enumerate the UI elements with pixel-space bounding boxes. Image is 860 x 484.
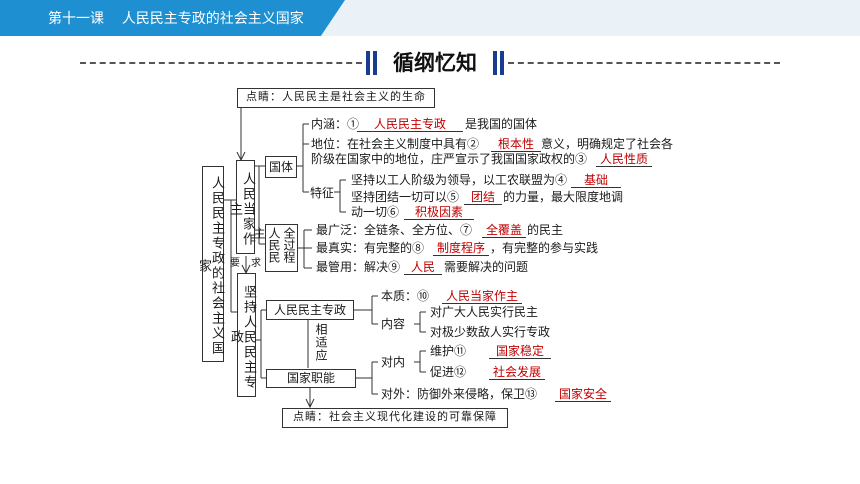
answer-3: 人民性质: [596, 152, 652, 167]
neirong-2: 对极少数敌人实行专政: [430, 325, 551, 339]
quan-1-prefix: 最广泛：全链条、全方位、⑦: [316, 223, 473, 237]
banner-core: 循纲忆知: [362, 48, 508, 78]
node-people-master: 人民当家作主: [227, 160, 255, 254]
duinei-2-prefix: 促进⑫: [430, 365, 467, 379]
diwei-suffix: 意义，明确规定了社会各: [541, 137, 674, 151]
answer-2: 根本性: [491, 137, 541, 152]
neirong-label: 内容: [381, 317, 406, 331]
answer-10: 人民当家作主: [442, 289, 522, 304]
quan-2-suffix: ，有完整的参与实践: [490, 241, 599, 255]
answer-13: 国家安全: [555, 387, 611, 402]
banner-dash-right: [508, 62, 780, 64]
connector-tip-bottom-arrow: [305, 398, 315, 409]
answer-11: 国家稳定: [489, 344, 551, 359]
tip-bottom: 点睛：社会主义现代化建设的可靠保障: [282, 408, 508, 428]
neirong-1: 对广大人民实行民主: [430, 305, 539, 319]
diwei-line2: 阶级在国家中的地位，庄严宣示了我国国家政权的③: [311, 152, 588, 166]
answer-8: 制度程序: [433, 241, 489, 256]
banner-bar-right: [493, 51, 497, 75]
banner-title: 循纲忆知: [393, 51, 477, 75]
answer-9: 人民: [404, 260, 442, 275]
tezheng-3-prefix: 动一切⑥: [351, 205, 400, 219]
header-tab: [0, 0, 345, 36]
benzhi-prefix: 本质：⑩: [381, 289, 430, 303]
answer-4: 基础: [571, 173, 621, 188]
answer-1: 人民民主专政: [357, 117, 463, 132]
neihan-suffix: 是我国的国体: [465, 117, 538, 131]
answer-6: 积极因素: [404, 205, 474, 220]
node-dictatorship: 人民民主专政: [266, 300, 354, 320]
lesson-number: 第十一课: [48, 11, 104, 27]
tezheng-2-suffix: 的力量，最大限度地调: [503, 190, 624, 204]
answer-7: 全覆盖: [482, 223, 526, 238]
banner-bar-left: [366, 51, 370, 75]
tezheng-2-prefix: 坚持团结一切可以⑤: [351, 190, 460, 204]
section-banner: 循纲忆知: [80, 48, 780, 78]
tip-top: 点睛：人民民主是社会主义的生命: [237, 88, 435, 108]
node-guoti: 国体: [265, 156, 297, 178]
banner-dash-left: [80, 62, 362, 64]
answer-5: 团结: [464, 190, 502, 205]
duinei-label: 对内: [381, 355, 406, 369]
requirement-char-a: 要: [230, 258, 240, 269]
quan-2-prefix: 最真实：有完整的⑧: [316, 241, 425, 255]
quan-3-prefix: 最管用：解决⑨: [316, 260, 401, 274]
tezheng-1-prefix: 坚持以工人阶级为领导，以工农联盟为④: [351, 173, 568, 187]
root-node: 人民民主专政的社会主义国家: [196, 166, 224, 362]
header-title: 第十一课 人民民主专政的社会主义国家: [48, 8, 304, 28]
node-state-function: 国家职能: [266, 369, 356, 388]
adapt-label: 相适应: [314, 323, 328, 362]
node-whole-process: 全过程人民民主: [252, 224, 298, 272]
banner-bar-right: [500, 51, 504, 75]
node-uphold-dictatorship: 坚持人民民主专政: [228, 273, 256, 397]
duiwai-prefix: 对外：防御外来侵略，保卫⑬: [381, 387, 538, 401]
quan-3-suffix: 需要解决的问题: [444, 260, 529, 274]
neihan-prefix: 内涵：①: [311, 117, 360, 131]
tezheng-label: 特征: [310, 186, 335, 200]
banner-bar-left: [373, 51, 377, 75]
requirement-char-b: 求: [251, 258, 261, 269]
diwei-prefix: 地位：在社会主义制度中具有②: [311, 137, 480, 151]
quan-1-suffix: 的民主: [527, 223, 564, 237]
answer-12: 社会发展: [489, 365, 545, 380]
duinei-1-prefix: 维护⑪: [430, 344, 467, 358]
lesson-title: 人民民主专政的社会主义国家: [121, 11, 304, 27]
